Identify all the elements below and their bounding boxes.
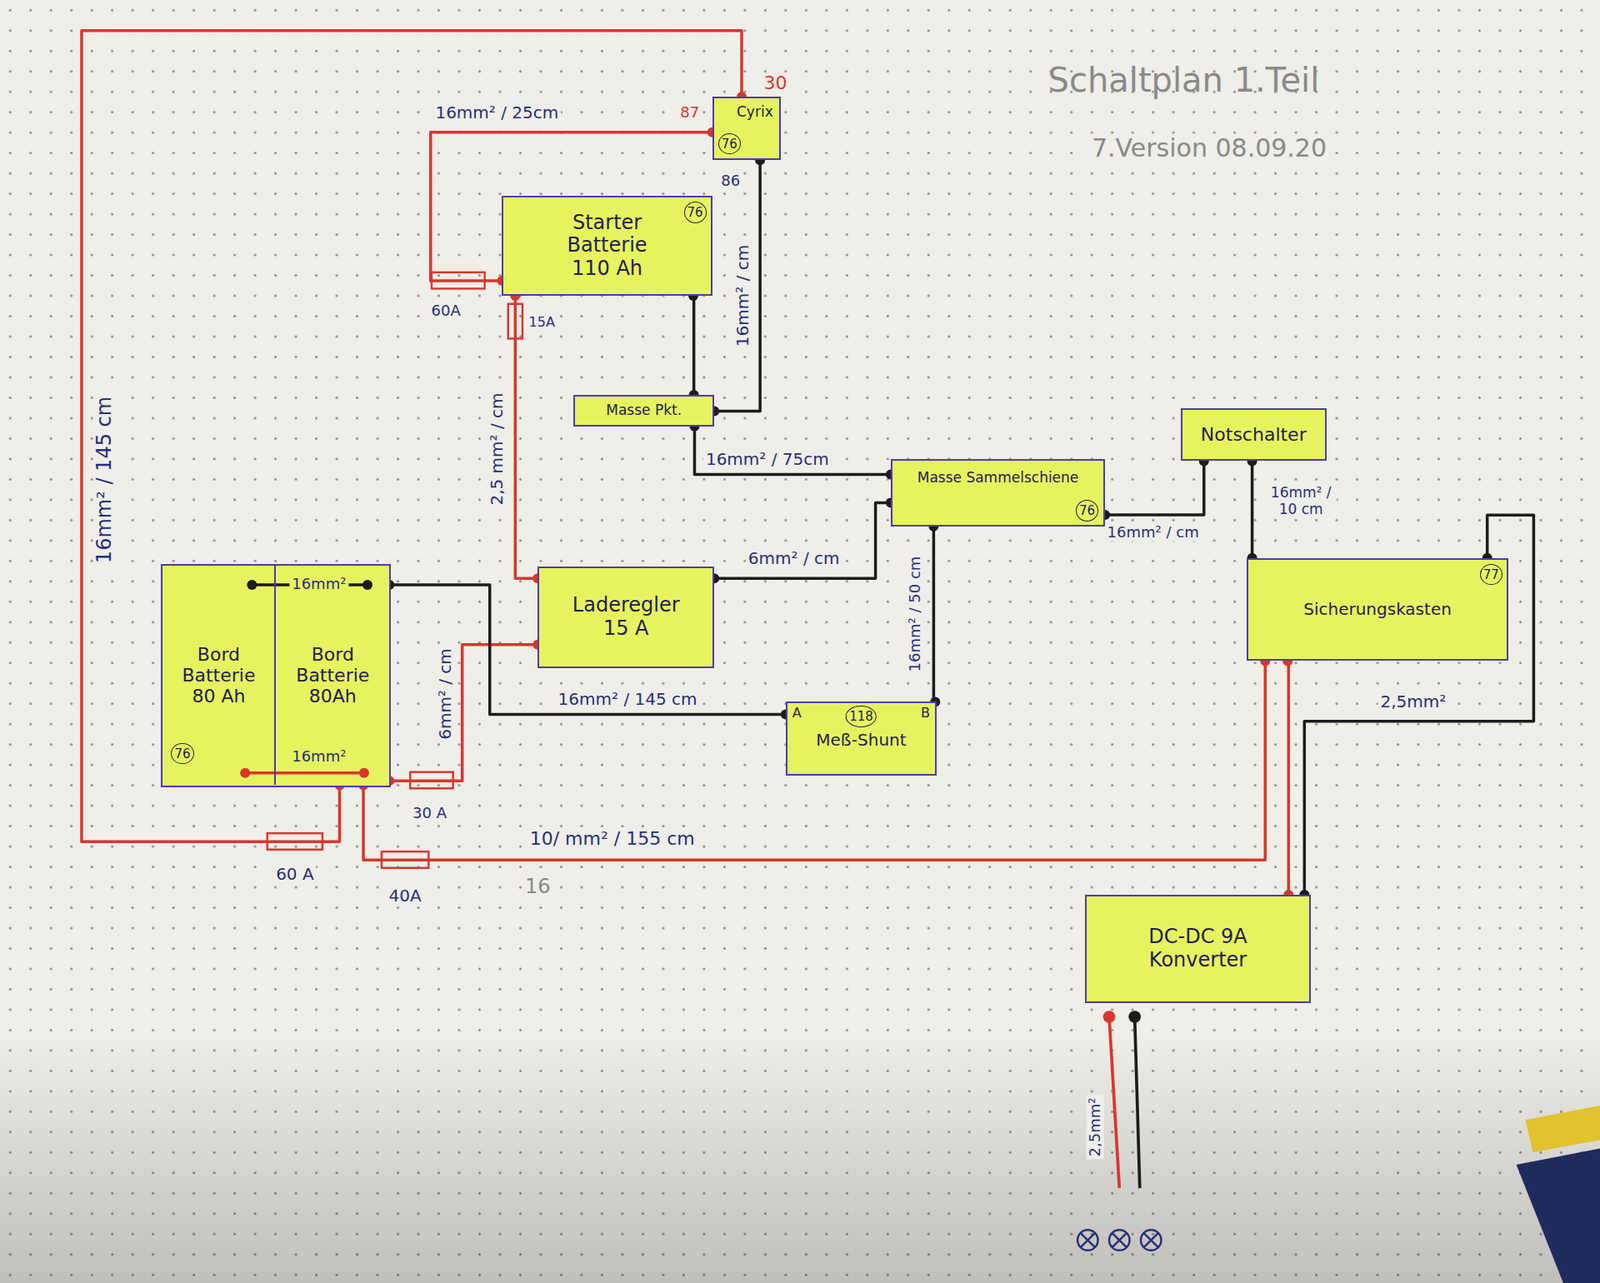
component-label: DC-DC 9A Konverter	[1127, 925, 1270, 972]
callout-number: 77	[1480, 564, 1503, 586]
wire	[1105, 460, 1205, 515]
wire-spec: 16mm² / cm	[1105, 524, 1202, 542]
terminal-number: 87	[677, 103, 702, 121]
binder-edge	[1516, 1148, 1600, 1283]
wire-spec: 16mm² / cm	[733, 242, 753, 350]
correction-note: 16	[522, 876, 554, 900]
battery-box: Bord Batterie 80 Ah	[162, 565, 276, 785]
output-wire	[1109, 1016, 1120, 1189]
terminal-dot	[1103, 1010, 1116, 1024]
relay-box: Cyrix 76	[712, 96, 781, 160]
component-label: Masse Sammelschiene	[917, 470, 1080, 487]
title: Schaltplan 1.Teil	[1045, 60, 1323, 100]
fuse-symbol	[508, 304, 523, 340]
fuse-rating: 60 A	[273, 865, 317, 885]
terminal-dot	[359, 768, 370, 779]
wire-spec: 16mm² / 50 cm	[906, 554, 925, 675]
wire-spec: 2,5 mm² / cm	[487, 390, 507, 508]
terminal-dot	[1128, 1010, 1141, 1024]
component-label: Sicherungskasten	[1303, 600, 1452, 620]
wire-spec: 16mm²	[289, 575, 349, 594]
busbar-box: Masse Sammelschiene 76	[890, 459, 1105, 527]
wire-spec: 2,5mm²	[1378, 692, 1450, 712]
fuse-symbol	[410, 772, 453, 790]
switch-box: Notschalter	[1180, 408, 1327, 462]
wire	[363, 660, 1265, 860]
wire-spec: 16mm² / 25cm	[432, 102, 561, 122]
version-note: 7.Version 08.09.20	[1089, 133, 1330, 163]
wire-spec: 16mm² / 75cm	[703, 450, 832, 470]
wire	[81, 30, 742, 842]
wire	[714, 503, 891, 580]
fuse-symbol	[267, 833, 323, 850]
component-label: Bord Batterie 80 Ah	[170, 644, 267, 708]
terminal-dot	[240, 768, 251, 779]
fuse-rating: 15A	[526, 315, 558, 330]
wire	[933, 526, 935, 703]
fuse-box: Sicherungskasten 77	[1246, 558, 1508, 662]
paper-shadow	[0, 1030, 1600, 1283]
fuse-rating: 40A	[386, 886, 425, 906]
callout-number: 76	[1075, 500, 1099, 522]
pin-name: B	[920, 705, 930, 721]
callout-number: 76	[684, 201, 707, 224]
wire	[694, 426, 891, 475]
converter-box: DC-DC 9A Konverter	[1085, 895, 1312, 1004]
wire	[389, 645, 538, 781]
callout-number: 76	[170, 743, 194, 765]
wire	[714, 160, 760, 411]
callout-number: 76	[718, 133, 741, 155]
wire	[245, 771, 365, 775]
wire-spec: 10/ mm² / 155 cm	[527, 828, 698, 850]
wire	[1250, 460, 1255, 558]
component-label: Starter Batterie 110 Ah	[549, 211, 666, 281]
terminal-number: 30	[761, 73, 790, 95]
wire-spec: 16mm²	[289, 748, 349, 766]
pin-name: A	[792, 705, 802, 721]
fuse-rating: 30 A	[410, 805, 450, 823]
component-label: Cyrix	[736, 104, 774, 121]
component-label: Masse Pkt.	[605, 402, 682, 420]
binder-edge	[1525, 1105, 1600, 1153]
fuse-symbol	[431, 272, 485, 290]
output-wire	[1135, 1016, 1140, 1189]
component-label: Notschalter	[1200, 424, 1307, 445]
wire-spec: 2,5mm²	[1086, 1095, 1105, 1160]
charge-controller-box: Laderegler 15 A	[537, 566, 715, 669]
terminal-dot	[247, 580, 258, 590]
fuse-rating: 60A	[428, 302, 463, 320]
wire-spec: 16mm² / 145 cm	[555, 689, 700, 709]
lamp-symbols	[1077, 1230, 1161, 1250]
fuse-symbol	[381, 851, 429, 869]
wire	[691, 295, 695, 395]
terminal-number: 86	[718, 171, 743, 190]
wire-spec: 6mm² / cm	[745, 548, 843, 568]
ground-point: Masse Pkt.	[573, 395, 715, 427]
wire-spec: 6mm² / cm	[435, 645, 455, 743]
component-label: Laderegler 15 A	[563, 594, 689, 640]
battery-box: Starter Batterie 110 Ah 76	[501, 195, 712, 296]
component-label: Bord Batterie 80Ah	[285, 644, 381, 708]
wire	[1287, 660, 1289, 895]
component-label: Meß-Shunt	[815, 730, 906, 750]
callout-number: 118	[845, 705, 877, 728]
battery-bank: 76 Bord Batterie 80 Ah Bord Batterie 80Ah 1…	[160, 564, 391, 788]
terminal-dot	[362, 580, 373, 590]
wire-spec: 16mm² / 10 cm	[1265, 485, 1337, 519]
wire-spec: 16mm² / 145 cm	[93, 393, 117, 565]
shunt-box: A 118 B Meß-Shunt	[785, 701, 937, 775]
